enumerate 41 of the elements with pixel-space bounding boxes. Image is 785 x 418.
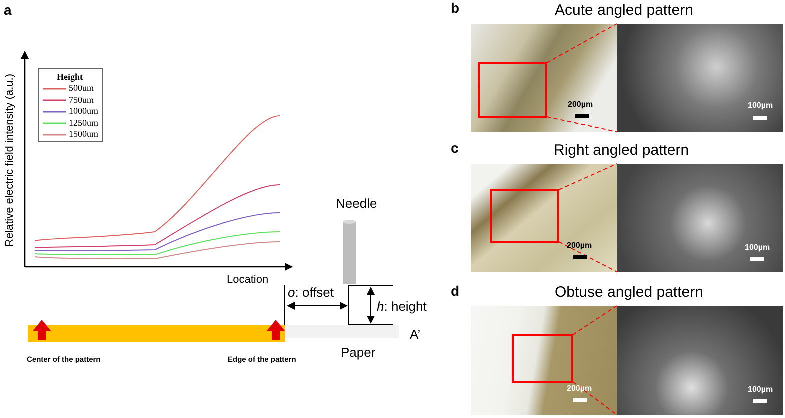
zoom-line <box>572 306 618 336</box>
dimension-label: o: offset <box>288 285 334 300</box>
panel-letter: c <box>451 140 459 156</box>
legend-label: 500um <box>69 83 94 93</box>
part-label: Paper <box>341 345 376 360</box>
legend-label: 750um <box>69 94 94 104</box>
legend-label: 1000um <box>69 106 99 116</box>
zoom-line <box>546 116 618 132</box>
panel-title: Right angled pattern <box>554 142 690 159</box>
legend-label: 1250um <box>69 118 99 128</box>
scale-label: 200µm <box>567 241 592 250</box>
section-mark: A’ <box>410 327 421 342</box>
axis-title: Relative electric field intensity (a.u.) <box>4 73 16 246</box>
photo <box>471 24 617 132</box>
zoom-line <box>572 382 618 416</box>
scale-label: 100µm <box>745 243 770 252</box>
zoom-line <box>558 164 618 190</box>
zoom-line <box>558 242 618 272</box>
scale-label: 100µm <box>748 385 774 394</box>
zoom-line <box>546 24 618 64</box>
micrograph <box>617 306 783 415</box>
micrograph <box>617 24 783 132</box>
panel-title: Obtuse angled pattern <box>555 284 704 301</box>
zoom-frame <box>512 334 573 383</box>
panel-title: Acute angled pattern <box>555 2 694 19</box>
dimension-label: h: height <box>377 299 427 314</box>
micrograph <box>617 164 783 272</box>
scale-label: 200µm <box>567 384 592 393</box>
panel-letter: b <box>451 0 460 16</box>
axis-title: Location <box>227 274 269 286</box>
zoom-frame <box>490 189 559 243</box>
panel-letter: d <box>451 283 460 299</box>
zoom-frame <box>478 62 547 118</box>
photo <box>471 306 617 415</box>
photo <box>471 164 617 272</box>
legend-title: Height <box>57 72 83 82</box>
legend-label: 1500um <box>69 129 99 139</box>
panel-letter: a <box>4 2 12 18</box>
scale-label: 100µm <box>748 101 774 110</box>
scale-label: 200µm <box>568 100 594 109</box>
part-label: Needle <box>336 196 378 211</box>
